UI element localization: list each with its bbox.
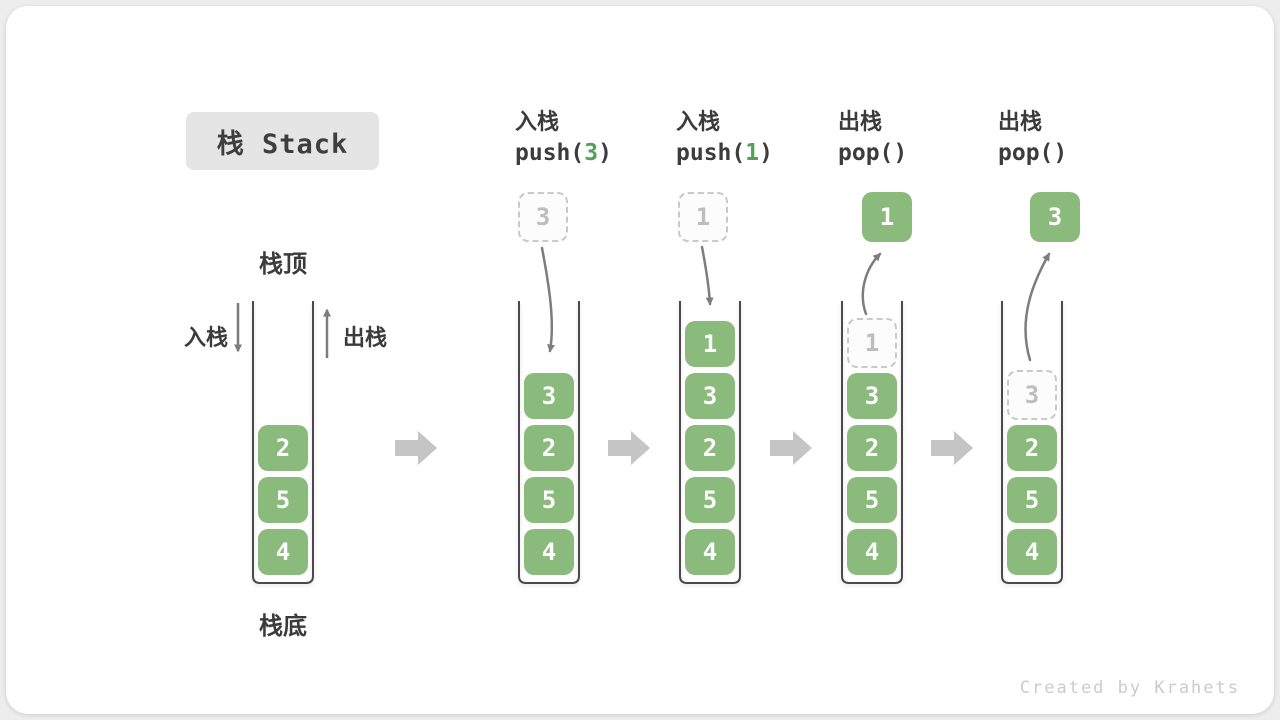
operation-label: 出栈 pop() xyxy=(838,104,907,166)
next-step-arrow-icon xyxy=(770,431,812,465)
stack-item: 3 xyxy=(685,373,735,419)
stack-item: 5 xyxy=(524,477,574,523)
code-argument: 3 xyxy=(584,140,599,166)
title-text: 栈 Stack xyxy=(216,128,349,160)
floating-value-box: 3 xyxy=(1030,192,1080,242)
pop-3-arrow-icon xyxy=(1024,252,1051,362)
stack-container-3 xyxy=(679,301,741,584)
code-suffix: ) xyxy=(759,140,773,166)
push-side-label: 入栈 xyxy=(183,325,228,350)
stack-item: 4 xyxy=(847,529,897,575)
stack-container-1 xyxy=(252,301,314,584)
stack-item: 2 xyxy=(685,425,735,471)
operation-title: 入栈 xyxy=(676,109,721,134)
code-prefix: push( xyxy=(676,140,746,166)
stack-item: 4 xyxy=(258,529,308,575)
stack-item: 5 xyxy=(685,477,735,523)
code-suffix: ) xyxy=(1053,140,1068,166)
stack-item: 5 xyxy=(847,477,897,523)
operation-label: 入栈 push(3) xyxy=(515,104,612,166)
operation-label: 出栈 pop() xyxy=(998,104,1067,166)
code-suffix: ) xyxy=(598,140,612,166)
push-3-arrow-icon xyxy=(540,246,556,353)
stack-item: 3 xyxy=(524,373,574,419)
stack-bottom-label: 栈底 xyxy=(259,613,307,640)
code-prefix: pop( xyxy=(838,140,894,166)
operation-title: 出栈 xyxy=(998,109,1043,134)
stack-item: 2 xyxy=(1007,425,1057,471)
stack-container-2 xyxy=(518,301,580,584)
next-step-arrow-icon xyxy=(395,431,437,465)
stack-item: 2 xyxy=(524,425,574,471)
operation-code: pop() xyxy=(838,140,907,166)
operation-code: push(1) xyxy=(676,140,773,166)
stack-top-label: 栈顶 xyxy=(259,251,307,278)
operation-label: 入栈 push(1) xyxy=(676,104,773,166)
floating-value-box: 1 xyxy=(862,192,912,242)
push-1-arrow-icon xyxy=(700,245,714,306)
pop-side-label: 出栈 xyxy=(343,325,388,350)
next-step-arrow-icon xyxy=(608,431,650,465)
operation-code: push(3) xyxy=(515,140,612,166)
stack-container-5 xyxy=(1001,301,1063,584)
operation-title: 出栈 xyxy=(838,109,883,134)
stack-container-4 xyxy=(841,301,903,584)
stack-item-dashed: 1 xyxy=(847,318,897,368)
stack-item: 2 xyxy=(847,425,897,471)
code-suffix: ) xyxy=(893,140,908,166)
floating-value-box: 3 xyxy=(518,192,568,242)
code-prefix: push( xyxy=(515,140,585,166)
stack-item: 1 xyxy=(685,321,735,367)
pop-1-arrow-icon xyxy=(861,252,882,316)
operation-title: 入栈 xyxy=(515,109,560,134)
code-prefix: pop( xyxy=(998,140,1054,166)
stack-item: 5 xyxy=(258,477,308,523)
stack-item: 4 xyxy=(685,529,735,575)
stack-item: 4 xyxy=(524,529,574,575)
floating-value-box: 1 xyxy=(678,192,728,242)
next-step-arrow-icon xyxy=(931,431,973,465)
operation-code: pop() xyxy=(998,140,1067,166)
stack-item-dashed: 3 xyxy=(1007,370,1057,420)
code-argument: 1 xyxy=(745,140,760,166)
stack-item: 5 xyxy=(1007,477,1057,523)
watermark: Created by Krahets xyxy=(1019,678,1240,698)
title-badge: 栈 Stack xyxy=(186,112,379,170)
stack-item: 2 xyxy=(258,425,308,471)
stack-item: 4 xyxy=(1007,529,1057,575)
stack-item: 3 xyxy=(847,373,897,419)
